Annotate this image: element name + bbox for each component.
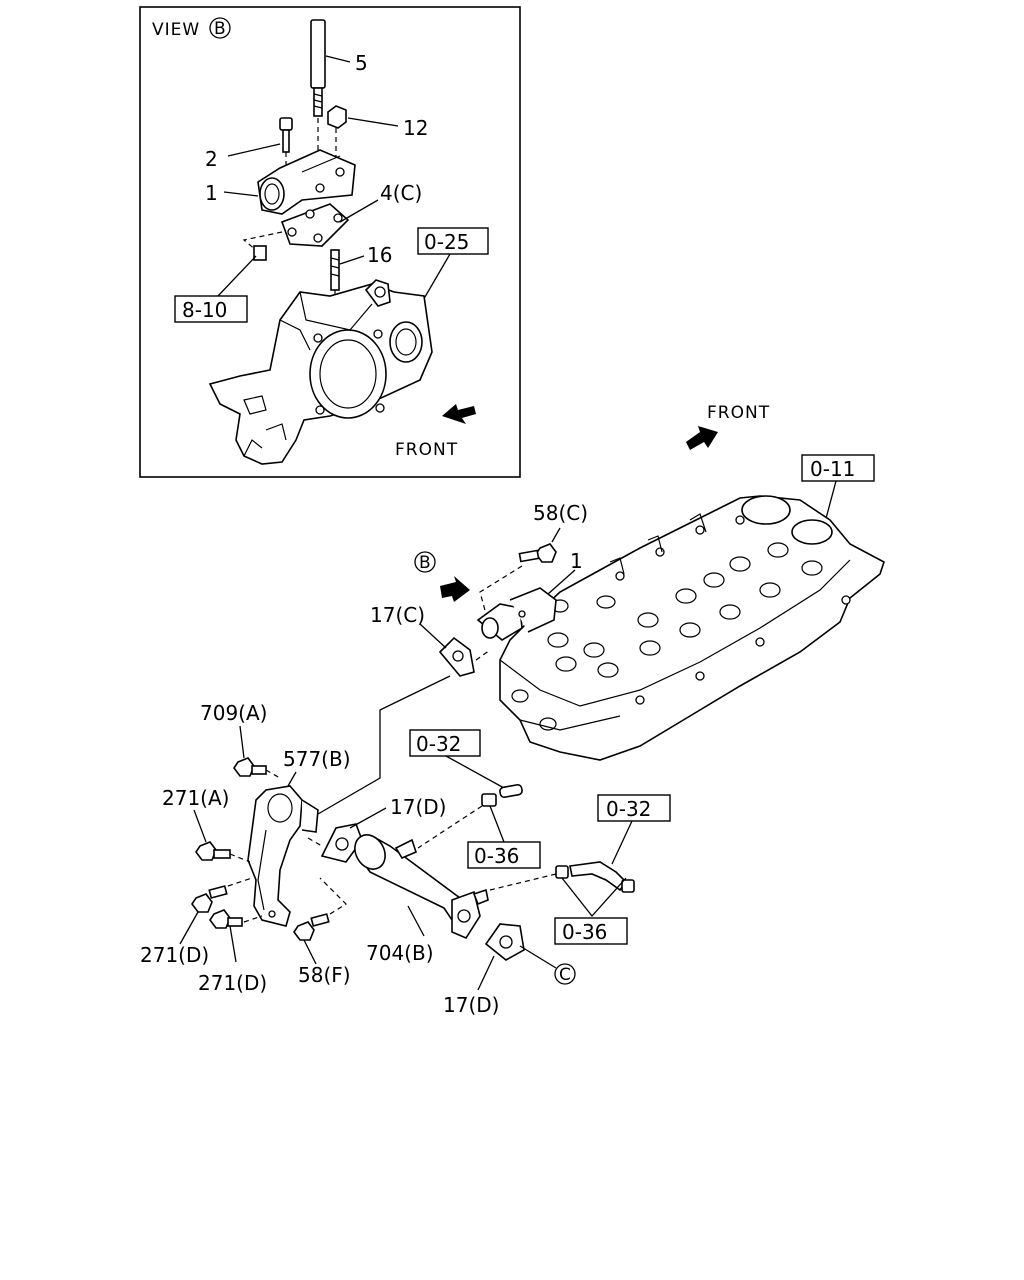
callout-1-main: 1 <box>570 549 583 573</box>
ref-0-32-b: 0-32 <box>606 797 651 821</box>
callout-16: 16 <box>367 243 392 267</box>
callout-17c: 17(C) <box>370 603 425 627</box>
front-label-main: FRONT <box>707 403 770 423</box>
bolt-58f-part <box>293 913 330 941</box>
callout-17d-bottom: 17(D) <box>443 993 499 1017</box>
hose-b-part <box>555 861 635 893</box>
ref-box-8-10 <box>174 295 248 323</box>
ref-0-36-a: 0-36 <box>474 844 519 868</box>
view-b-arrow <box>440 576 470 602</box>
bracket-577b-part <box>247 785 319 927</box>
callout-58c: 58(C) <box>533 501 588 525</box>
callout-58f: 58(F) <box>298 963 351 987</box>
ref-0-25: 0-25 <box>424 230 469 254</box>
view-b-letter: B <box>214 19 227 39</box>
sensor-body-main <box>476 587 557 641</box>
ref-box-0-25 <box>417 227 489 255</box>
view-b-pointer-letter: B <box>419 553 432 573</box>
bolt-271d-left-part <box>191 885 228 913</box>
front-label-inset: FRONT <box>395 440 458 460</box>
callout-5: 5 <box>355 51 368 75</box>
ref-0-36-b: 0-36 <box>562 920 607 944</box>
bolt-709a-part <box>233 757 267 777</box>
ref-0-11: 0-11 <box>810 457 855 481</box>
hose-a-part <box>481 783 523 807</box>
callout-1-inset: 1 <box>205 181 218 205</box>
gasket-17d-bottom-part <box>484 923 525 961</box>
gasket-17c-part <box>438 636 475 677</box>
view-b-pointer-circle <box>414 551 436 573</box>
callout-577b: 577(B) <box>283 747 351 771</box>
ref-box-0-32-b <box>597 794 671 822</box>
callout-704b: 704(B) <box>366 941 434 965</box>
egr-housing-inset <box>208 279 433 465</box>
callout-271a: 271(A) <box>162 786 229 810</box>
ref-box-0-36-a <box>467 841 541 869</box>
ref-8-10: 8-10 <box>182 298 227 322</box>
callout-709a: 709(A) <box>200 701 267 725</box>
sensor-body-inset <box>257 149 356 215</box>
nut-part <box>327 105 347 180</box>
callout-17d-top: 17(D) <box>390 795 446 819</box>
ref-0-32-a: 0-32 <box>416 732 461 756</box>
callout-271d-bottom: 271(D) <box>198 971 267 995</box>
callout-4c: 4(C) <box>380 181 422 205</box>
front-arrow-main <box>686 426 718 450</box>
ref-box-0-11 <box>801 454 875 482</box>
front-arrow-inset <box>442 404 476 424</box>
ref-box-0-32-a <box>409 729 481 757</box>
callout-271d-left: 271(D) <box>140 943 209 967</box>
pipe-704b-part <box>354 834 489 940</box>
callout-12: 12 <box>403 116 428 140</box>
bolt-271d-bottom-part <box>209 909 243 929</box>
cylinder-head-part <box>499 495 885 761</box>
ref-box-0-36-b <box>554 917 628 945</box>
view-label: VIEW <box>152 20 200 40</box>
view-b-circle <box>209 17 231 39</box>
bolt-271a-part <box>195 841 231 861</box>
gasket-part-inset <box>280 203 350 247</box>
inset-frame <box>139 6 521 478</box>
c-pointer-letter: C <box>559 965 572 985</box>
callout-2: 2 <box>205 147 218 171</box>
c-pointer-circle <box>554 963 576 985</box>
gasket-17d-top-part <box>320 823 363 863</box>
bolt-58c-part <box>518 543 557 563</box>
